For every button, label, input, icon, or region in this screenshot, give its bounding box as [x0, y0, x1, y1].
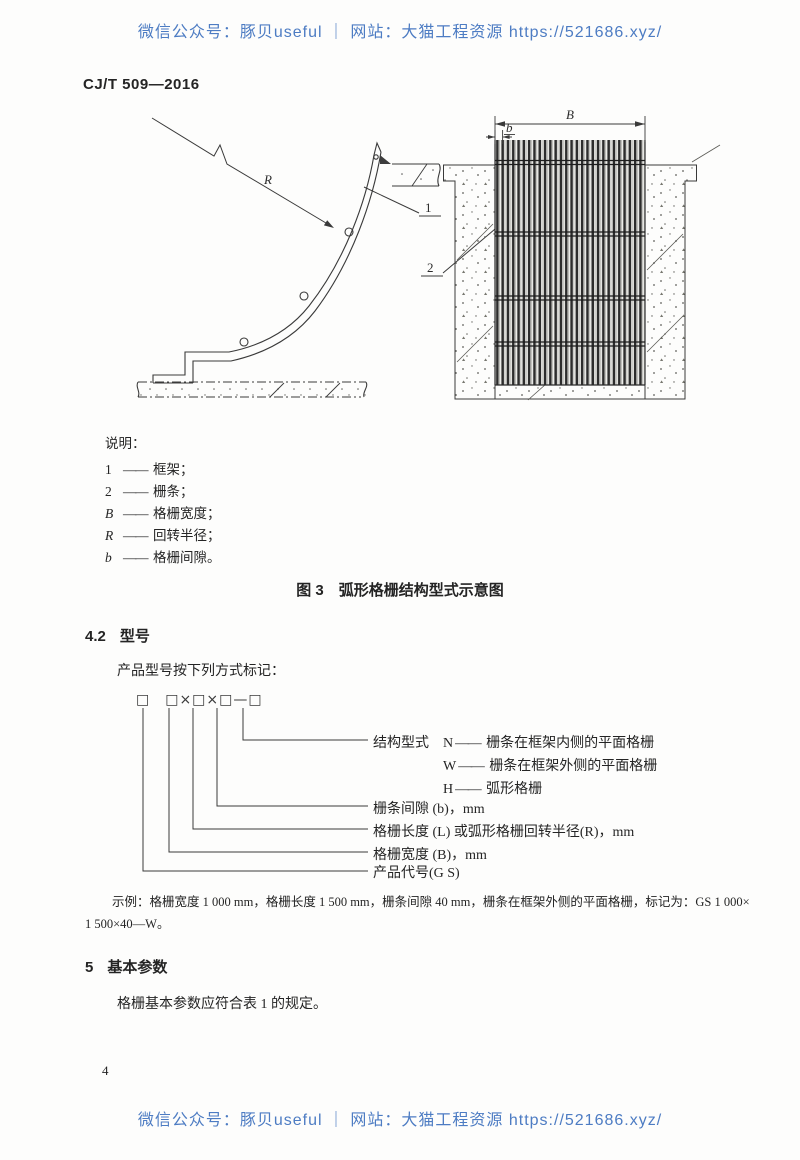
right-wall [644, 164, 697, 400]
legend-desc: 格栅间隙。 [153, 550, 221, 565]
legend-dash: —— [123, 484, 149, 499]
section-number: 5 [85, 959, 94, 976]
legend-dash: —— [123, 550, 149, 565]
dimension-b [486, 130, 515, 144]
structure-type-option: H—— 弧形格栅 [443, 778, 542, 798]
structure-type-option: W—— 栅条在框架外侧的平面格栅 [443, 755, 657, 775]
param-label-product-code: 产品代号(G S) [373, 866, 460, 881]
structure-type-option: N—— 栅条在框架内侧的平面格栅 [443, 732, 654, 752]
radius-arrow [151, 117, 334, 228]
dimension-b-label: b [506, 120, 513, 135]
left-wall [443, 164, 496, 400]
figure-legend: 说明： 1 —— 框架； 2 —— 栅条； B —— 格栅宽度； R —— 回转半径； b —— 格… [105, 432, 221, 569]
legend-symbol: R [105, 528, 114, 543]
ground-strip [136, 381, 368, 398]
legend-dash: —— [123, 528, 149, 543]
type-dash: —— [455, 782, 482, 797]
grille-bars [494, 140, 646, 386]
type-code: W [443, 759, 457, 774]
legend-item: B —— 格栅宽度； [105, 503, 221, 525]
type-code: N [443, 736, 454, 751]
example-line-2: 1 500×40—W。 [85, 917, 170, 931]
top-beam [380, 155, 441, 187]
section-5-body: 格栅基本参数应符合表 1 的规定。 [117, 997, 327, 1012]
figure-caption: 图 3 弧形格栅结构型式示意图 [296, 582, 504, 599]
param-label-bar-gap: 栅条间隙 (b)，mm [373, 802, 485, 817]
legend-desc: 格栅宽度； [153, 506, 221, 521]
callout-1-label: 1 [425, 200, 432, 215]
designation-boxes: □ □×□×□—□ [136, 692, 263, 708]
dimension-B-label: B [566, 107, 574, 122]
callout-2-label: 2 [427, 260, 434, 275]
structure-type-label: 结构型式 [373, 736, 429, 751]
figure-3-drawing: R 1 2 [136, 107, 721, 401]
model-intro: 产品型号按下列方式标记： [117, 664, 285, 679]
param-label-width: 格栅宽度 (B)，mm [373, 848, 487, 863]
section-4-2-heading: 4.2 型号 [85, 625, 150, 646]
legend-item: 1 —— 框架； [105, 459, 221, 481]
legend-symbol: 2 [105, 484, 112, 499]
bottom-sill [495, 385, 645, 399]
front-view: B b [443, 107, 721, 401]
type-dash: —— [455, 736, 482, 751]
type-desc: 弧形格栅 [486, 782, 543, 797]
legend-symbol: 1 [105, 462, 112, 477]
curved-frame [152, 141, 382, 384]
page-number: 4 [102, 1063, 109, 1078]
section-number: 4.2 [85, 628, 106, 645]
section-title: 型号 [119, 628, 150, 645]
legend-desc: 框架； [153, 462, 194, 477]
section-title: 基本参数 [107, 959, 168, 976]
type-desc: 栅条在框架外侧的平面格栅 [489, 759, 658, 774]
designation-connectors [142, 708, 368, 872]
radius-label: R [263, 172, 272, 187]
type-desc: 栅条在框架内侧的平面格栅 [486, 736, 655, 751]
section-marks [456, 144, 721, 401]
section-5-heading: 5 基本参数 [85, 956, 167, 977]
callout-1 [363, 186, 441, 217]
legend-desc: 回转半径； [153, 528, 221, 543]
example-line-1: 示例：格栅宽度 1 000 mm，格栅长度 1 500 mm，栅条间隙 40 m… [112, 895, 750, 909]
legend-symbol: B [105, 506, 114, 521]
legend-title: 说明： [105, 436, 146, 451]
footer-watermark: 微信公众号：豚贝useful ｜ 网站：大猫工程资源 https://52168… [137, 1112, 663, 1129]
param-label-length-radius: 格栅长度 (L) 或弧形格栅回转半径(R)，mm [373, 825, 635, 840]
legend-item: R —— 回转半径； [105, 525, 221, 547]
legend-item: 2 —— 栅条； [105, 481, 221, 503]
side-view: R 1 2 [136, 117, 502, 398]
header-watermark: 微信公众号：豚贝useful ｜ 网站：大猫工程资源 https://52168… [137, 24, 663, 41]
legend-dash: —— [123, 462, 149, 477]
type-code: H [443, 782, 454, 797]
legend-desc: 栅条； [153, 484, 194, 499]
doc-number: CJ/T 509—2016 [83, 76, 200, 93]
legend-item: b —— 格栅间隙。 [105, 547, 221, 569]
legend-dash: —— [123, 506, 149, 521]
legend-symbol: b [105, 550, 112, 565]
type-dash: —— [458, 759, 485, 774]
